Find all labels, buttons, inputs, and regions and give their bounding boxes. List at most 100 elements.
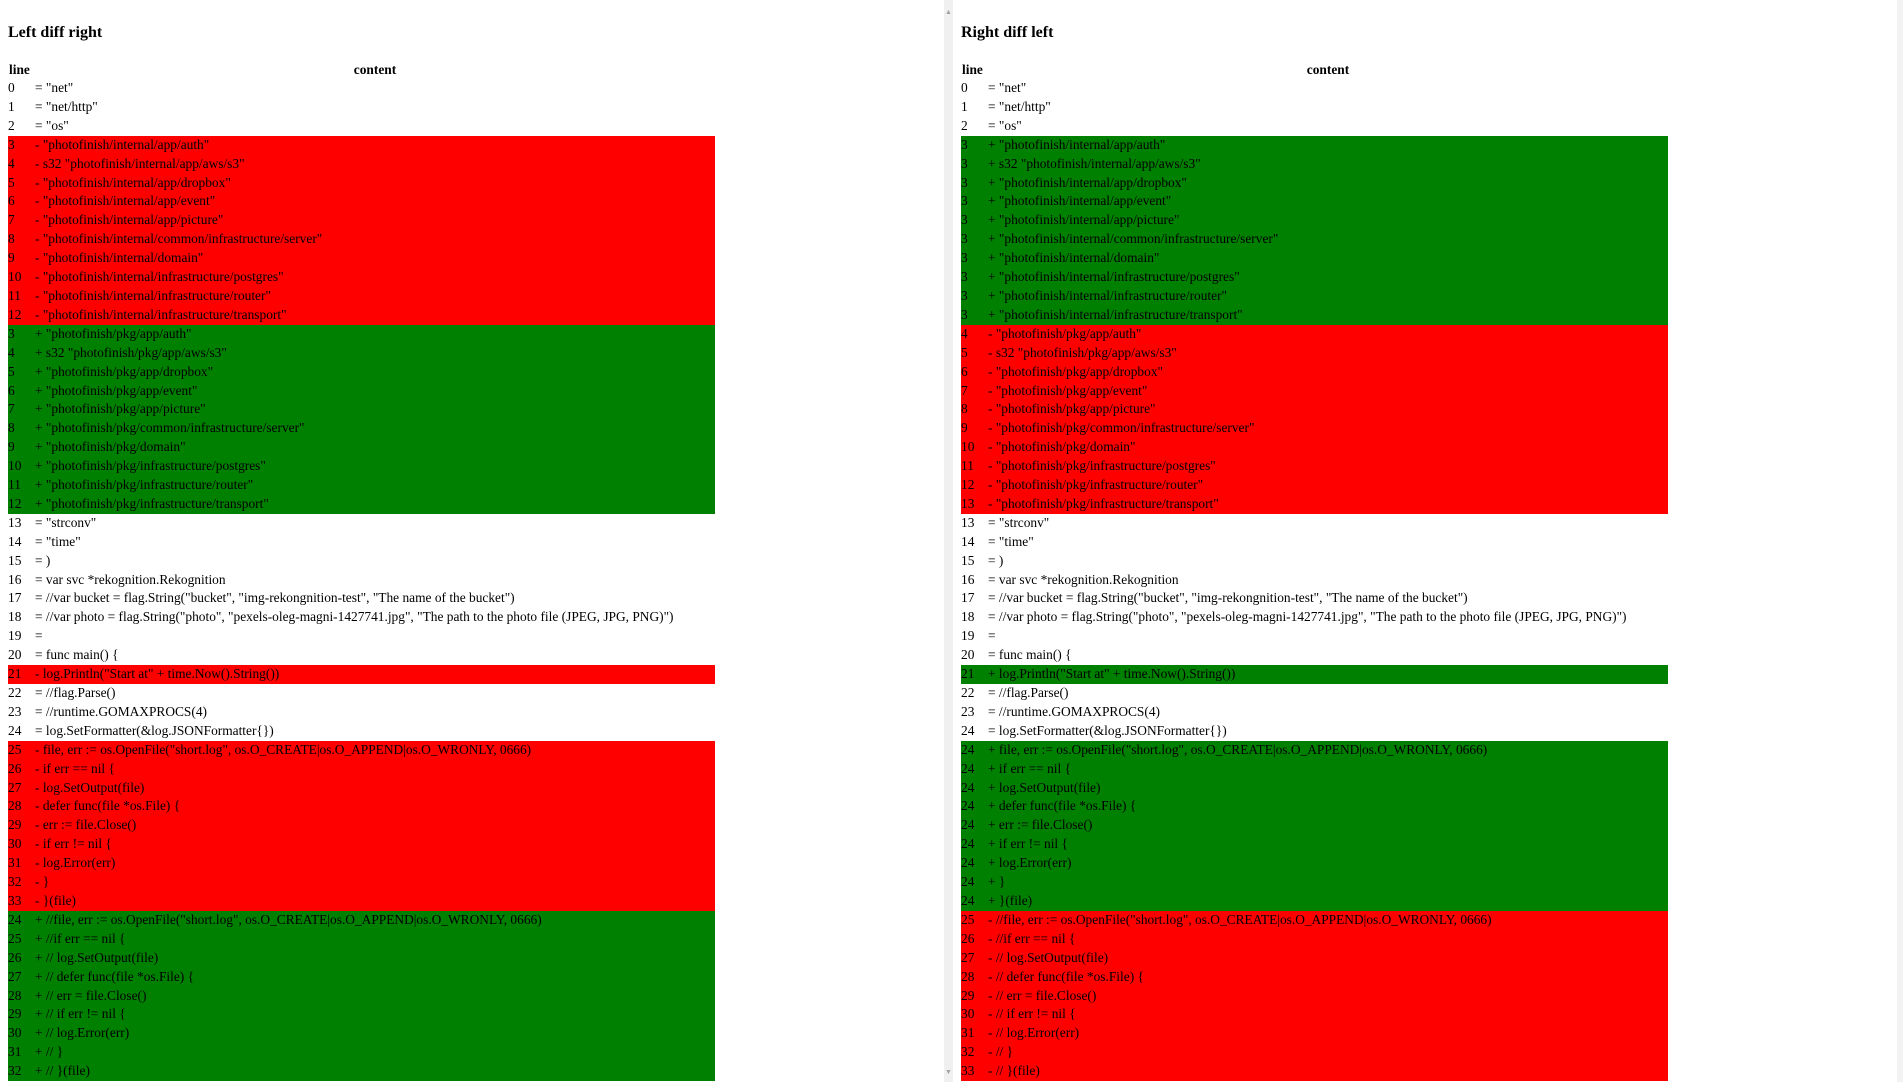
- diff-op: +: [988, 874, 996, 890]
- diff-op: +: [988, 798, 996, 814]
- diff-op: -: [988, 1044, 993, 1060]
- code-text: var svc *rekognition.Rekognition: [45, 571, 226, 587]
- line-content: - "photofinish/pkg/app/picture": [988, 400, 1668, 420]
- line-number: 24: [961, 873, 988, 892]
- line-content: = func main() {: [35, 646, 715, 665]
- diff-row-add: 3+ "photofinish/internal/infrastructure/…: [961, 286, 1668, 306]
- line-number: 3: [961, 154, 988, 174]
- diff-row-same: 2= "os": [961, 117, 1668, 136]
- diff-op: -: [988, 987, 993, 1003]
- diff-row-same: 16= var svc *rekognition.Rekognition: [8, 571, 715, 590]
- line-number: 9: [961, 419, 988, 439]
- diff-row-add: 3+ "photofinish/internal/app/picture": [961, 211, 1668, 231]
- line-number: 3: [961, 173, 988, 193]
- line-number: 3: [961, 268, 988, 287]
- diff-row-same: 13= "strconv": [8, 514, 715, 533]
- line-content: = "os": [988, 117, 1668, 136]
- line-content: - // if err != nil {: [988, 1005, 1668, 1025]
- diff-row-del: 11- "photofinish/pkg/infrastructure/post…: [961, 457, 1668, 477]
- diff-row-del: 3- "photofinish/internal/app/auth": [8, 135, 715, 155]
- code-text: "time": [45, 533, 81, 549]
- code-text: // log.Error(err): [995, 1025, 1080, 1041]
- diff-op: +: [35, 420, 43, 436]
- code-text: "photofinish/internal/domain": [998, 250, 1160, 266]
- diff-row-add: 24+ file, err := os.OpenFile("short.log"…: [961, 740, 1668, 760]
- line-content: - s32 "photofinish/internal/app/aws/s3": [35, 154, 715, 174]
- line-content: - "photofinish/internal/app/dropbox": [35, 173, 715, 193]
- line-content: + "photofinish/internal/infrastructure/r…: [988, 286, 1668, 306]
- diff-op: =: [35, 647, 43, 663]
- diff-op: -: [35, 741, 40, 757]
- diff-op: -: [35, 798, 40, 814]
- diff-op: =: [35, 722, 43, 738]
- code-text: }(file): [998, 892, 1033, 908]
- diff-op: -: [35, 874, 40, 890]
- diff-op: -: [988, 949, 993, 965]
- code-text: "net": [45, 80, 74, 95]
- diff-op: +: [35, 344, 43, 360]
- line-content: = //runtime.GOMAXPROCS(4): [35, 703, 715, 722]
- code-text: defer func(file *os.File) {: [998, 798, 1137, 814]
- code-text: "photofinish/pkg/app/dropbox": [45, 363, 214, 379]
- code-text: ): [998, 552, 1004, 568]
- diff-op: -: [988, 382, 993, 398]
- code-text: log.Error(err): [998, 855, 1072, 871]
- pane-scrollbar[interactable]: ▲ ▼: [944, 0, 953, 1082]
- code-text: // err = file.Close(): [45, 987, 147, 1003]
- diff-row-same: 20= func main() {: [961, 646, 1668, 665]
- scroll-down-arrow-icon[interactable]: ▼: [945, 1068, 952, 1076]
- code-text: }: [998, 874, 1006, 890]
- code-text: //file, err := os.OpenFile("short.log", …: [995, 911, 1492, 927]
- line-content: + "photofinish/internal/common/infrastru…: [988, 230, 1668, 250]
- code-text: // log.SetOutput(file): [45, 949, 159, 965]
- line-content: = "time": [988, 533, 1668, 552]
- diff-row-same: 19=: [8, 627, 715, 646]
- diff-row-del: 27- log.SetOutput(file): [8, 778, 715, 798]
- diff-op: -: [35, 817, 40, 833]
- diff-row-add: 6+ "photofinish/pkg/app/event": [8, 381, 715, 401]
- diff-op: =: [988, 647, 996, 663]
- line-number: 3: [961, 192, 988, 212]
- line-number: 29: [8, 1005, 35, 1025]
- code-text: // if err != nil {: [45, 1006, 126, 1022]
- code-text: "os": [45, 117, 69, 133]
- line-number: 10: [8, 457, 35, 477]
- diff-op: +: [35, 477, 43, 493]
- line-number: 3: [8, 135, 35, 155]
- line-number: 32: [8, 1062, 35, 1082]
- line-content: - // log.Error(err): [988, 1024, 1668, 1044]
- code-text: log.Println("Start at" + time.Now().Stri…: [42, 666, 280, 682]
- line-content: - "photofinish/pkg/app/event": [988, 381, 1668, 401]
- scroll-up-arrow-icon[interactable]: ▲: [945, 8, 952, 16]
- code-text: "photofinish/pkg/app/event": [995, 382, 1148, 398]
- line-content: - "photofinish/pkg/infrastructure/transp…: [988, 494, 1668, 514]
- line-number: 26: [961, 929, 988, 949]
- diff-row-del: 25- //file, err := os.OpenFile("short.lo…: [961, 910, 1668, 930]
- code-text: // defer func(file *os.File) {: [995, 968, 1144, 984]
- line-content: + err := file.Close(): [988, 816, 1668, 836]
- right-diff-table: line content 0= "net"1= "net/http"2= "os…: [961, 61, 1668, 1082]
- line-number: 20: [961, 647, 975, 663]
- line-content: - "photofinish/pkg/app/auth": [988, 324, 1668, 344]
- code-text: //if err == nil {: [45, 930, 126, 946]
- code-text: log.Error(err): [42, 855, 116, 871]
- code-text: "photofinish/pkg/infrastructure/postgres…: [995, 458, 1216, 474]
- diff-op: -: [988, 363, 993, 379]
- diff-op: +: [35, 987, 43, 1003]
- diff-op: +: [35, 1044, 43, 1060]
- diff-op: -: [35, 666, 40, 682]
- diff-row-del: 29- // err = file.Close(): [961, 986, 1668, 1006]
- code-text: //var bucket = flag.String("bucket", "im…: [45, 590, 515, 606]
- diff-row-del: 12- "photofinish/pkg/infrastructure/rout…: [961, 476, 1668, 495]
- line-content: = ): [988, 552, 1668, 571]
- diff-op: =: [35, 571, 43, 587]
- line-number: 28: [961, 967, 988, 987]
- diff-op: +: [35, 458, 43, 474]
- diff-op: =: [35, 80, 43, 95]
- diff-op: =: [35, 98, 43, 114]
- line-content: - log.SetOutput(file): [35, 778, 715, 798]
- line-content: = "net/http": [988, 98, 1668, 117]
- diff-row-same: 22= //flag.Parse(): [961, 684, 1668, 703]
- diff-row-del: 7- "photofinish/internal/app/picture": [8, 211, 715, 231]
- right-header-content: content: [1306, 62, 1350, 77]
